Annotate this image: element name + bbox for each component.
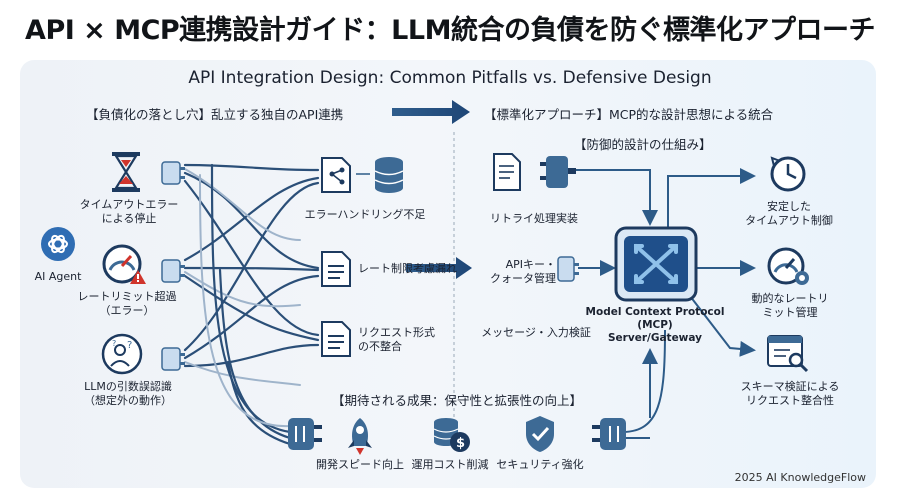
plug-left-icon (288, 418, 322, 450)
gauge-gear-icon (767, 247, 809, 285)
outcome-schema-label: スキーマ検証によるリクエスト整合性 (740, 380, 840, 407)
input-api-key-label: APIキー・クォータ管理 (490, 258, 556, 285)
problem-llm-args-label: LLMの引数誤認識（想定外の動作） (84, 380, 172, 407)
left-section-heading: 【負債化の落とし穴】乱立する独自のAPI連携 (86, 107, 344, 122)
input-validation-label: メッセージ・入力検証 (481, 326, 591, 339)
rocket-icon (348, 418, 372, 455)
document-flow-icon (321, 157, 351, 193)
benefit-cost-label: 運用コスト削減 (411, 458, 489, 471)
svg-text:?: ? (127, 340, 132, 351)
database-icon (374, 157, 404, 193)
right-section-heading: 【標準化アプローチ】MCP的な設計思想による統合 (484, 107, 774, 122)
benefit-security-label: セキュリティ強化 (496, 458, 584, 471)
hourglass-icon (112, 152, 140, 192)
issue-rate-limit-label: レート制限考慮漏れ (358, 262, 457, 275)
retry-document-icon (493, 153, 521, 191)
input-retry-label: リトライ処理実装 (490, 212, 578, 225)
confused-person-icon: ? ? (101, 333, 143, 375)
gauge-warning-icon (102, 244, 146, 284)
svg-text:$: $ (456, 436, 465, 451)
benefits-heading: 【期待される成果：保守性と拡張性の向上】 (332, 393, 583, 408)
document-lines-icon (321, 321, 351, 357)
footer-credit: 2025 AI KnowledgeFlow (734, 471, 866, 484)
document-icon (321, 251, 351, 287)
mcp-server-icon[interactable] (614, 226, 698, 302)
plug-icon-1 (161, 161, 185, 185)
svg-text:?: ? (112, 339, 116, 348)
openai-logo-icon (41, 227, 75, 261)
mechanism-heading: 【防御的設計の仕組み】 (574, 137, 712, 152)
plug-connector-icon (540, 156, 576, 188)
small-plug-icon (557, 256, 579, 282)
agent-label: AI Agent (34, 270, 82, 283)
transition-arrow-top (392, 100, 470, 124)
outcome-ratelimit-label: 動的なレートリミット管理 (751, 292, 829, 319)
schema-search-icon (767, 335, 809, 373)
issue-error-handling-label: エラーハンドリング不足 (304, 208, 426, 221)
mcp-server-label: Model Context Protocol (MCP) Server/Gate… (585, 306, 725, 345)
transition-arrow-middle (406, 257, 472, 279)
coins-icon: $ (433, 418, 470, 452)
benefit-speed-label: 開発スピード向上 (316, 458, 404, 471)
problem-timeout-label: タイムアウトエラーによる停止 (79, 198, 179, 225)
plug-right-icon (592, 418, 626, 450)
issue-request-format-label: リクエスト形式の不整合 (358, 326, 435, 353)
diagram-subtitle: API Integration Design: Common Pitfalls … (188, 68, 712, 88)
plug-icon-3 (161, 347, 185, 371)
page-title: API × MCP連携設計ガイド：LLM統合の負債を防ぐ標準化アプローチ (25, 15, 875, 46)
outcome-timeout-label: 安定したタイムアウト制御 (745, 200, 833, 227)
problem-ratelimit-label: レートリミット超過（エラー） (77, 290, 177, 317)
shield-check-icon (526, 416, 554, 452)
clock-icon (770, 156, 806, 192)
plug-icon-2 (161, 259, 185, 283)
